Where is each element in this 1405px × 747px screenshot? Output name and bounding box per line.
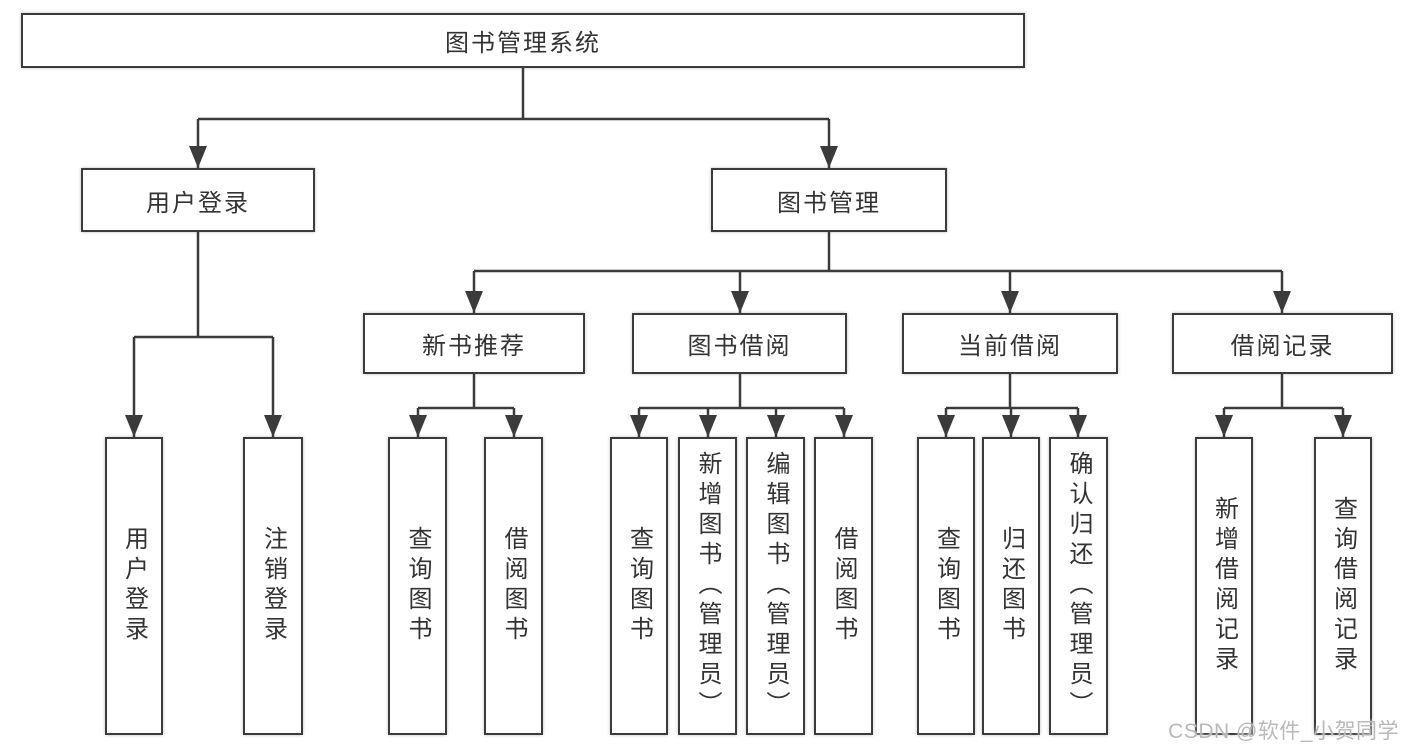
leaf-add-borrow-record: 新增借阅记录 [1195,437,1253,735]
leaf-return-books: 归还图书 [982,437,1040,735]
leaf-borrow-books: 借阅图书 [814,437,873,735]
leaf-confirm-return-admin: 确认归还（管理员） [1049,437,1108,735]
leaf-query-borrow-record: 查询借阅记录 [1314,437,1372,735]
node-new-book-recommendation: 新书推荐 [363,313,585,374]
node-user-login-branch: 用户登录 [81,168,315,232]
leaf-logout: 注销登录 [243,437,303,735]
node-current-borrowing: 当前借阅 [902,313,1118,374]
leaf-borrow-books-recommend: 借阅图书 [484,437,543,735]
node-book-management-branch: 图书管理 [711,168,947,232]
watermark: CSDN @软件_小贺同学 [1168,720,1399,743]
node-borrowing-records: 借阅记录 [1172,313,1393,374]
leaf-user-login: 用户登录 [105,437,163,735]
leaf-add-books-admin: 新增图书（管理员） [678,437,737,735]
node-library-system: 图书管理系统 [21,13,1025,68]
node-book-borrowing: 图书借阅 [632,313,847,374]
leaf-edit-books-admin: 编辑图书（管理员） [746,437,805,735]
leaf-query-books-current: 查询图书 [917,437,975,735]
leaf-query-books-borrow: 查询图书 [610,437,668,735]
leaf-query-books-recommend: 查询图书 [388,437,447,735]
